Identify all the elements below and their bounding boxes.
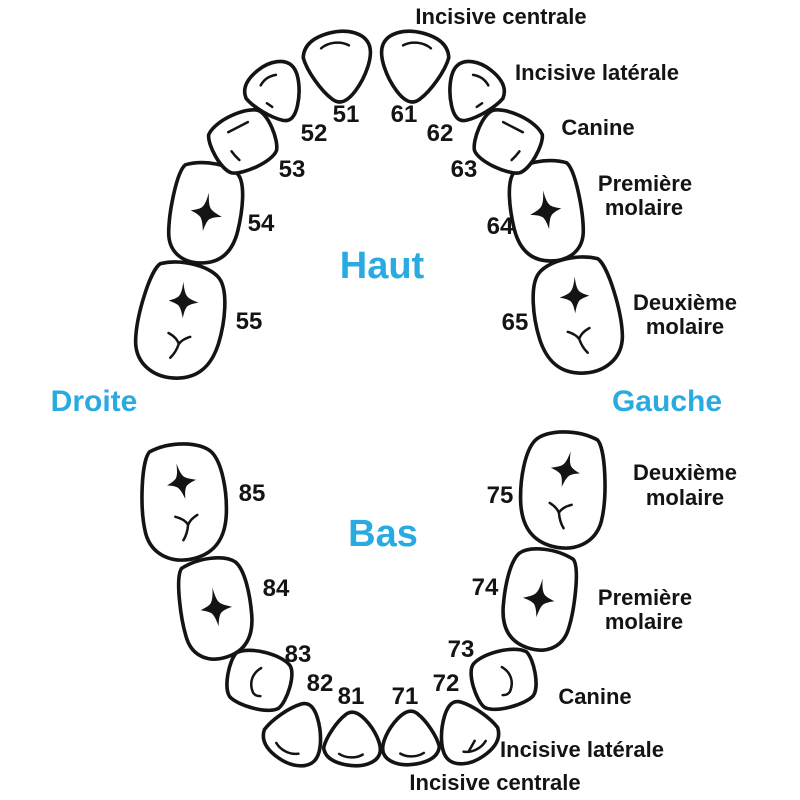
lower-label-second-molar-line2: molaire bbox=[646, 485, 724, 510]
lower-label-second-molar-line1: Deuxième bbox=[633, 460, 737, 485]
lower-tooth-numbers: 85 84 83 82 81 71 72 73 74 75 bbox=[239, 480, 514, 710]
tooth-number-73: 73 bbox=[448, 636, 475, 663]
tooth-number-82: 82 bbox=[307, 670, 334, 697]
tooth-number-72: 72 bbox=[433, 670, 460, 697]
tooth-72 bbox=[423, 688, 509, 774]
upper-tooth-numbers: 55 54 53 52 51 61 62 63 64 65 bbox=[236, 101, 529, 336]
tooth-85-outline bbox=[135, 438, 233, 566]
tooth-number-62: 62 bbox=[427, 120, 454, 147]
upper-label-second-molar-line1: Deuxième bbox=[633, 290, 737, 315]
tooth-75-outline bbox=[514, 426, 612, 554]
tooth-number-52: 52 bbox=[301, 120, 328, 147]
tooth-number-51: 51 bbox=[333, 101, 360, 128]
tooth-number-74: 74 bbox=[472, 574, 499, 601]
tooth-number-81: 81 bbox=[338, 683, 365, 710]
tooth-number-63: 63 bbox=[451, 156, 478, 183]
tooth-number-53: 53 bbox=[279, 156, 306, 183]
tooth-number-75: 75 bbox=[487, 482, 514, 509]
upper-label-canine: Canine bbox=[561, 115, 634, 140]
upper-type-labels: Incisive centrale Incisive latérale Cani… bbox=[415, 4, 737, 339]
tooth-number-54: 54 bbox=[248, 210, 275, 237]
tooth-75 bbox=[514, 426, 612, 554]
tooth-number-55: 55 bbox=[236, 308, 263, 335]
upper-label-lateral-incisor: Incisive latérale bbox=[515, 60, 679, 85]
lower-label-lateral-incisor: Incisive latérale bbox=[500, 737, 664, 762]
tooth-number-83: 83 bbox=[285, 641, 312, 668]
orientation-top-label: Haut bbox=[340, 245, 425, 287]
lower-type-labels: Deuxième molaire Première molaire Canine… bbox=[409, 460, 737, 795]
orientation-labels: Haut Bas Droite Gauche bbox=[51, 245, 722, 555]
tooth-number-84: 84 bbox=[263, 575, 290, 602]
lower-label-canine: Canine bbox=[558, 684, 631, 709]
lower-arch bbox=[135, 426, 612, 776]
tooth-85 bbox=[135, 438, 233, 566]
upper-label-first-molar-line2: molaire bbox=[605, 195, 683, 220]
orientation-left-label: Gauche bbox=[612, 385, 722, 418]
lower-label-first-molar-line1: Première bbox=[598, 585, 692, 610]
tooth-number-64: 64 bbox=[487, 213, 514, 240]
lower-label-central-incisor: Incisive centrale bbox=[409, 770, 580, 795]
orientation-right-label: Droite bbox=[51, 385, 138, 418]
tooth-72-extra-dash bbox=[466, 741, 477, 751]
upper-label-first-molar-line1: Première bbox=[598, 171, 692, 196]
lower-label-first-molar-line2: molaire bbox=[605, 609, 683, 634]
orientation-bottom-label: Bas bbox=[348, 513, 418, 555]
tooth-number-61: 61 bbox=[391, 101, 418, 128]
tooth-number-71: 71 bbox=[392, 683, 419, 710]
upper-label-central-incisor: Incisive centrale bbox=[415, 4, 586, 29]
upper-label-second-molar-line2: molaire bbox=[646, 314, 724, 339]
tooth-number-85: 85 bbox=[239, 480, 266, 507]
tooth-number-65: 65 bbox=[502, 309, 529, 336]
